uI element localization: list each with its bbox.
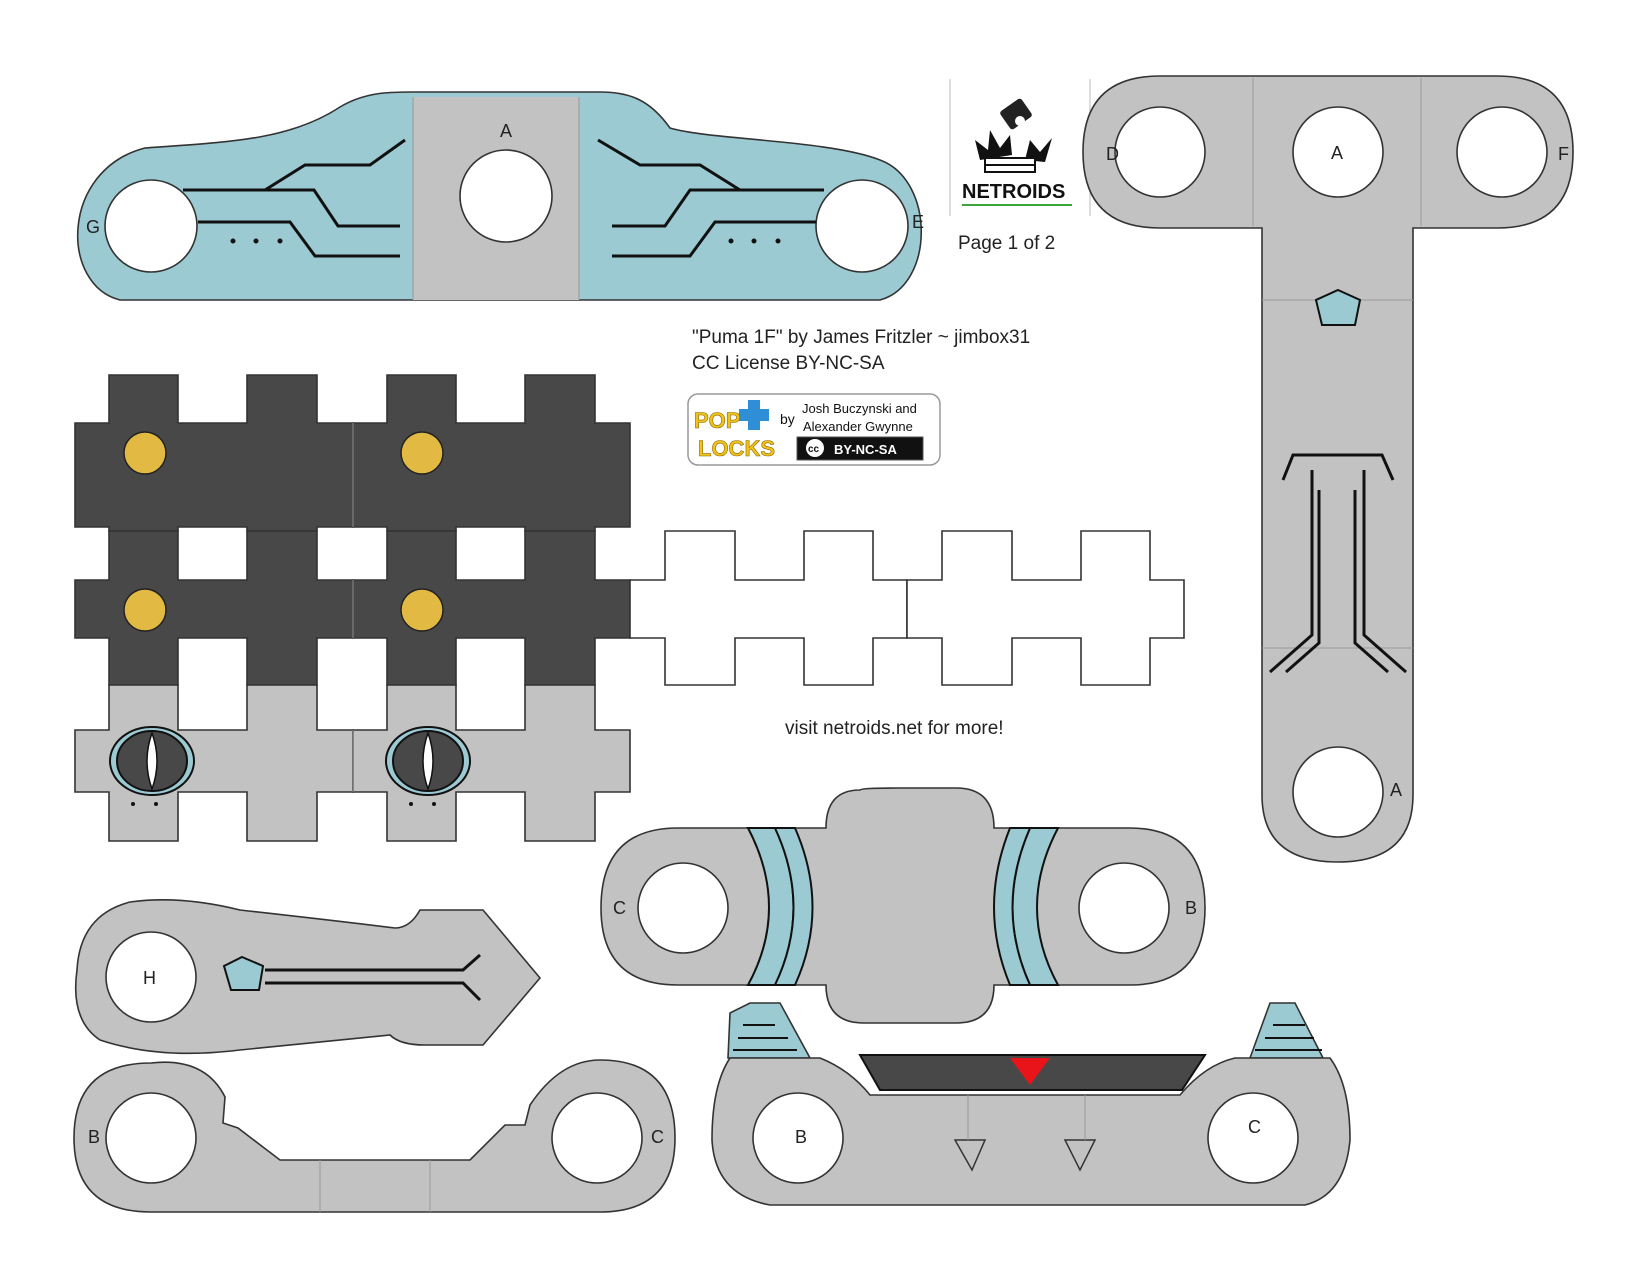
label-g: G <box>86 217 100 237</box>
hole-d <box>1114 106 1206 198</box>
credit-line: "Puma 1F" by James Fritzler ~ jimbox31 <box>692 327 1030 348</box>
license-line: CC License BY-NC-SA <box>692 353 885 374</box>
head-piece: G A E <box>76 91 924 301</box>
eye-panels <box>74 684 631 842</box>
label-d: D <box>1106 144 1119 164</box>
h-piece: H <box>74 899 542 1055</box>
eye-icon <box>385 726 471 796</box>
page-number: Page 1 of 2 <box>958 233 1055 254</box>
label-c-barrel: C <box>613 898 626 918</box>
label-e: E <box>912 212 924 232</box>
hole-b-jaw <box>752 1092 844 1184</box>
hole-a <box>459 149 553 243</box>
label-b-barrel: B <box>1185 898 1197 918</box>
hole-g <box>104 179 198 273</box>
poplocks-logo: POP LOCKS by Josh Buczynski and Alexande… <box>687 393 941 466</box>
gold-dot <box>123 588 167 632</box>
netroids-logo-icon <box>975 98 1052 173</box>
hole-a-top <box>1292 106 1384 198</box>
t-piece: D A F A <box>1082 75 1574 863</box>
hole-b-barrel <box>1078 862 1170 954</box>
label-a-t-bottom: A <box>1390 780 1402 800</box>
poplocks-by: by <box>780 411 795 427</box>
label-c-link: C <box>651 1127 664 1147</box>
label-a-t: A <box>1331 143 1343 163</box>
label-f: F <box>1558 144 1569 164</box>
label-b-jaw: B <box>795 1127 807 1147</box>
gold-dot <box>400 588 444 632</box>
white-cross-strip <box>629 530 1185 686</box>
label-c-jaw: C <box>1248 1117 1261 1137</box>
poplocks-word-bottom: LOCKS <box>698 436 775 461</box>
cc-symbol: cc <box>808 444 820 455</box>
head-dots <box>230 238 781 244</box>
red-nose-icon <box>1010 1058 1050 1085</box>
barrel-piece: C B <box>600 787 1206 1024</box>
ear-left <box>727 1002 812 1059</box>
hole-f <box>1456 106 1548 198</box>
hole-c-jaw <box>1207 1092 1299 1184</box>
jaw-piece: B C <box>711 1002 1351 1206</box>
label-a-head: A <box>500 121 512 141</box>
hole-c-link <box>551 1092 643 1184</box>
t-circuit-lines <box>1269 453 1407 674</box>
netroids-wordmark: NETROIDS <box>962 181 1065 203</box>
hole-h <box>105 931 197 1023</box>
cc-icon <box>806 439 824 457</box>
hole-c-barrel <box>637 862 729 954</box>
gem-icon <box>1314 288 1362 326</box>
label-h: H <box>143 968 156 988</box>
eye-icon <box>109 726 195 796</box>
head-circuit-lines <box>183 138 824 258</box>
visit-text: visit netroids.net for more! <box>785 718 1004 739</box>
poplocks-authors-line1: Josh Buczynski and <box>802 401 917 416</box>
hole-b-link <box>105 1092 197 1184</box>
hole-a-bottom <box>1292 746 1384 838</box>
netroids-logo: NETROIDS <box>949 79 1091 216</box>
gold-dot <box>123 431 167 475</box>
link-piece: B C <box>73 1059 676 1213</box>
poplocks-word-top: POP <box>694 408 740 433</box>
gem-icon <box>222 955 265 991</box>
poplocks-authors-line2: Alexander Gwynne <box>803 419 913 434</box>
cc-badge: BY-NC-SA <box>834 442 897 457</box>
dark-cross-panels <box>74 374 631 686</box>
gold-dot <box>400 431 444 475</box>
hole-e <box>815 179 909 273</box>
label-b-link: B <box>88 1127 100 1147</box>
